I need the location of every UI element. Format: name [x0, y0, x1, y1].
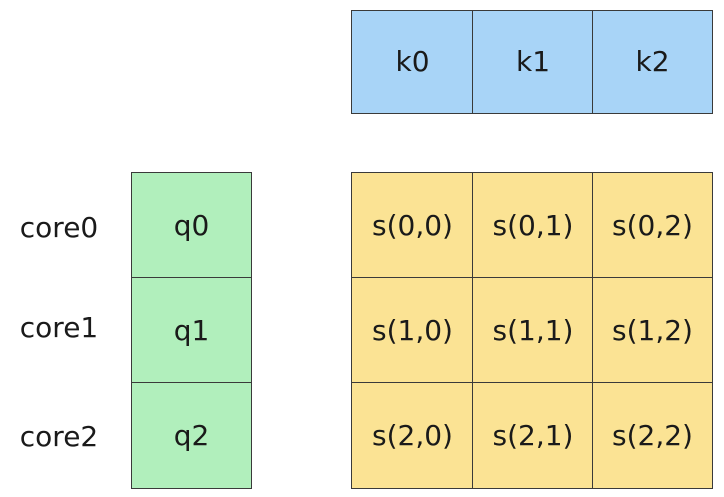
key-cell-k2: k2	[592, 10, 713, 114]
query-cell-q0: q0	[131, 172, 252, 279]
core-label-1: core1	[19, 311, 99, 344]
score-cell-2-2: s(2,2)	[592, 382, 713, 489]
core-label-0: core0	[19, 211, 99, 244]
query-cell-q1: q1	[131, 277, 252, 384]
score-cell-1-1: s(1,1)	[472, 277, 594, 384]
score-cell-0-2: s(0,2)	[592, 172, 713, 279]
query-cell-q2: q2	[131, 382, 252, 489]
score-cell-0-1: s(0,1)	[472, 172, 594, 279]
score-cell-1-0: s(1,0)	[351, 277, 474, 384]
score-cell-2-1: s(2,1)	[472, 382, 594, 489]
core-label-2: core2	[19, 420, 99, 453]
score-cell-1-2: s(1,2)	[592, 277, 713, 384]
score-cell-2-0: s(2,0)	[351, 382, 474, 489]
score-cell-0-0: s(0,0)	[351, 172, 474, 279]
key-cell-k1: k1	[472, 10, 594, 114]
key-cell-k0: k0	[351, 10, 474, 114]
